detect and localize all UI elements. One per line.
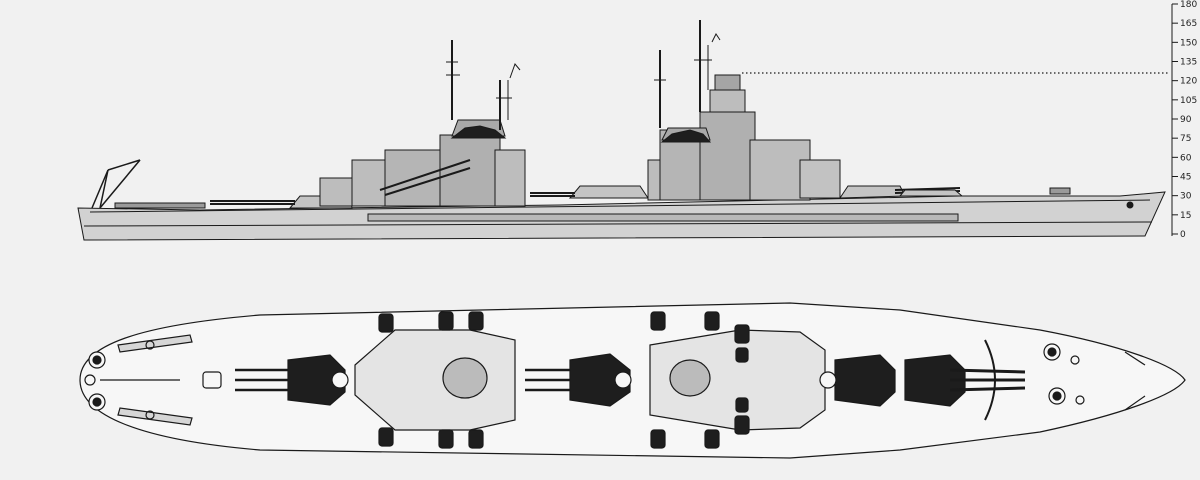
scale-tick-label: 150 [1180,38,1197,48]
forward-mast [654,20,721,128]
aft-superstructure [319,134,526,207]
aft-superstructure-plan [354,329,516,431]
scale-tick-label: 0 [1180,230,1186,240]
scale-tick-label: 75 [1180,134,1191,144]
anchor-gear [1043,343,1146,411]
hatch [202,371,222,389]
height-scale: 0 15 30 45 60 75 90 105 120 135 150 165 180 [1171,0,1197,240]
turret-forward-2 [898,189,964,197]
turret-amidships-plan [525,353,632,407]
aft-mast [446,40,521,130]
forward-funnel-cap [660,129,712,143]
scale-tick-label: 135 [1180,58,1197,68]
turret-forward-2-plan [819,354,896,407]
scale-tick-label: 180 [1180,0,1197,10]
scale-tick-label: 45 [1180,173,1191,183]
scale-tick-label: 120 [1180,77,1197,87]
forward-superstructure-plan [649,329,826,431]
turret-amidships [530,185,649,199]
deck-line [89,199,1151,213]
forward-funnel-plan [669,359,711,397]
scale-tick-label: 105 [1180,96,1197,106]
armor-belt [367,213,959,222]
aft-funnel-cap [450,125,507,139]
forward-superstructure [647,74,841,201]
scale-tick-label: 165 [1180,19,1197,29]
bow-fittings [1049,187,1071,195]
anchor [1126,201,1134,209]
stern-fittings [84,334,193,426]
secondary-mounts-aft [378,311,484,449]
breakwater [984,339,996,421]
turret-aft-plan [235,354,349,406]
plan-view [79,302,1186,459]
scale-tick-label: 15 [1180,211,1191,221]
scale-tick-label: 90 [1180,115,1192,125]
aircraft-crane [91,159,141,209]
turret-forward-1-plan [904,354,1026,407]
boot-topping [83,221,1153,227]
profile-view [77,20,1170,241]
secondary-mounts-forward [650,311,750,449]
aft-funnel-plan [442,357,488,399]
scale-tick-label: 30 [1180,192,1192,202]
scale-tick-label: 60 [1180,153,1192,163]
deck-outline [79,302,1186,459]
aft-deck-fittings [114,202,206,209]
